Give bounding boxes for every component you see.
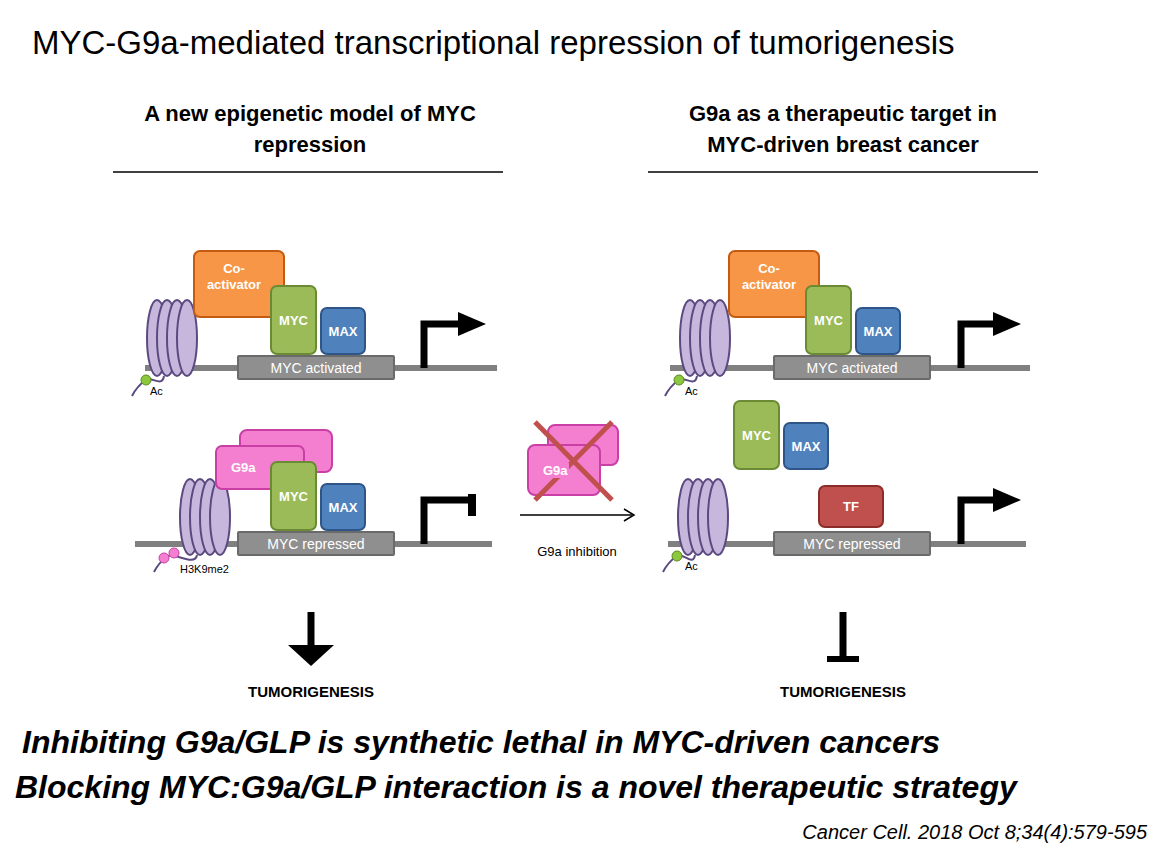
conclusion: Blocking MYC:G9a/GLP interaction is a no… <box>15 769 1171 806</box>
histone-disc <box>710 300 730 376</box>
section-heading: A new epigenetic model of MYC repression <box>140 98 480 160</box>
mark-label: Ac <box>150 385 180 397</box>
max-protein: MAX <box>320 483 366 531</box>
target-gene-bar: MYC repressed <box>237 531 395 556</box>
transcription-factor: TF <box>818 485 884 528</box>
node-label: Co- activator <box>199 261 269 293</box>
process-arrow <box>520 514 632 516</box>
node-label: MYC activated <box>806 360 897 376</box>
conclusion: Inhibiting G9a/GLP is synthetic lethal i… <box>22 724 1162 761</box>
inhibited-g9a: G9a <box>528 445 600 495</box>
outcome-arrow <box>308 612 315 648</box>
target-gene-bar: MYC repressed <box>773 531 931 556</box>
arrow-label: G9a inhibition <box>517 544 637 559</box>
outcome-label: TUMORIGENESIS <box>743 683 943 700</box>
node-label: MYC <box>279 313 308 328</box>
node-label: MYC <box>279 489 308 504</box>
node-label: MYC repressed <box>267 536 364 552</box>
mark-label: Ac <box>685 385 715 397</box>
node-label: MYC activated <box>270 360 361 376</box>
inhibit-line <box>840 612 847 656</box>
node-label: MYC <box>742 428 771 443</box>
arrow-head <box>993 312 1021 336</box>
myc-protein: MYC <box>270 461 317 531</box>
methyl-mark <box>169 548 179 558</box>
myc-protein: MYC <box>805 285 852 355</box>
node-label: MYC repressed <box>803 536 900 552</box>
arrow-head <box>288 645 334 666</box>
myc-protein: MYC <box>270 285 317 355</box>
acetyl-mark <box>674 375 684 385</box>
cross-mark <box>535 422 612 500</box>
myc-protein: MYC <box>733 400 780 470</box>
heading-rule <box>113 171 503 173</box>
node-label: MAX <box>864 324 893 339</box>
section-heading: G9a as a therapeutic target in MYC-drive… <box>665 98 1021 160</box>
tss-arrow <box>961 500 993 544</box>
target-gene-bar: MYC activated <box>773 355 931 380</box>
nucleosome <box>665 300 730 396</box>
target-gene-bar: MYC activated <box>237 355 395 380</box>
arrow-head <box>458 312 486 336</box>
outcome-label: TUMORIGENESIS <box>211 683 411 700</box>
mark-label: H3K9me2 <box>180 563 250 575</box>
nucleosome <box>132 300 197 396</box>
inhibit-bar <box>827 656 859 662</box>
mark-label: Ac <box>685 560 715 572</box>
node-label: TF <box>843 499 859 514</box>
histone-disc <box>210 479 230 555</box>
citation: Cancer Cell. 2018 Oct 8;34(4):579-595 <box>640 821 1147 844</box>
block-bar <box>468 494 476 516</box>
nucleosome <box>663 479 728 572</box>
node-label: Co- activator <box>734 261 804 293</box>
max-protein: MAX <box>783 422 829 470</box>
node-label: MYC <box>814 313 843 328</box>
histone-disc <box>708 479 728 555</box>
title: MYC-G9a-mediated transcriptional repress… <box>32 24 1152 62</box>
node-label: G9a <box>231 460 256 475</box>
acetyl-mark <box>672 551 682 561</box>
node-label: MAX <box>329 324 358 339</box>
max-protein: MAX <box>320 307 366 355</box>
arrow-head <box>993 488 1021 512</box>
tss-arrow <box>424 324 458 368</box>
node-label: G9a <box>542 463 569 478</box>
node-label: MAX <box>792 439 821 454</box>
tss-arrow <box>961 324 993 368</box>
max-protein: MAX <box>855 307 901 355</box>
nucleosome <box>154 479 230 572</box>
node-label: MAX <box>329 500 358 515</box>
cross-mark <box>535 422 612 500</box>
methyl-mark <box>159 553 169 563</box>
tss-blocked <box>424 500 468 544</box>
heading-rule <box>648 171 1038 173</box>
acetyl-mark <box>141 375 151 385</box>
arrow-head <box>624 509 634 521</box>
